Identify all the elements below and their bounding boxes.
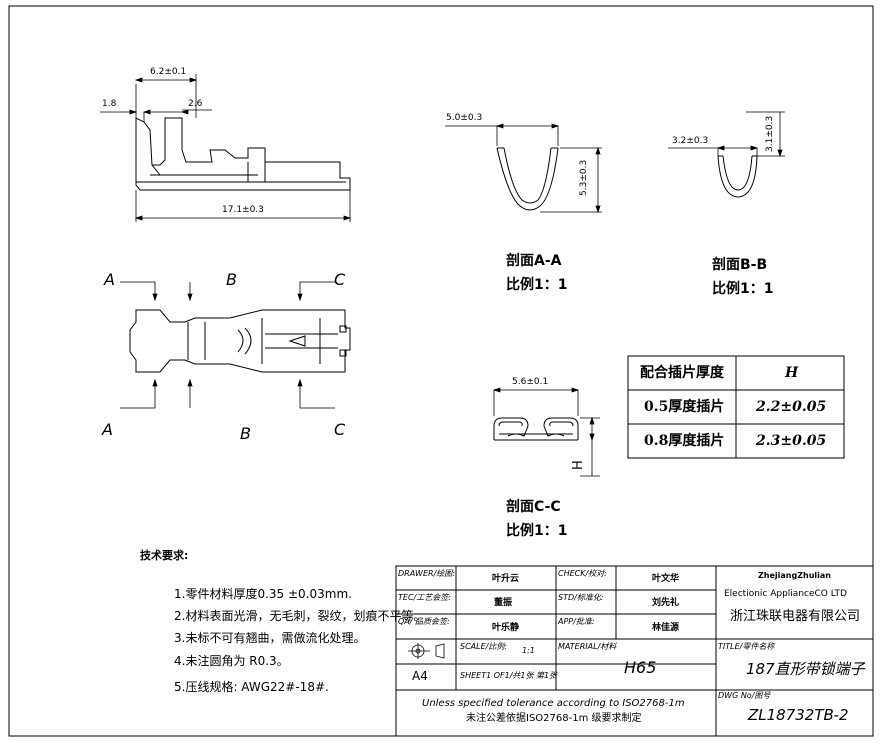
requirement-item: 2.材料表面光滑，无毛刺，裂纹，划痕不平等。	[174, 609, 426, 623]
table-row-h: 2.3±0.05	[756, 433, 827, 449]
scale-value: 1:1	[522, 646, 535, 655]
side-view	[135, 117, 351, 191]
title-label: TITLE/零件名称	[718, 642, 775, 651]
title-block-grid	[395, 565, 874, 737]
std-label: STD/标准化:	[558, 593, 604, 602]
marker-a-bottom: A	[102, 420, 113, 439]
section-cc-scale: 比例1：1	[506, 523, 568, 539]
section-bb-dims	[668, 111, 785, 158]
section-bb	[717, 155, 758, 198]
thickness-table-grid	[627, 355, 845, 459]
app-value: 林佳源	[652, 623, 680, 633]
requirement-item: 3.未标不可有翘曲，需做流化处理。	[174, 631, 366, 645]
section-cc	[493, 417, 579, 441]
section-bb-title: 剖面B-B	[712, 257, 768, 273]
qa-label: QA/ 品质会签:	[398, 617, 450, 626]
section-aa-scale: 比例1：1	[506, 277, 568, 293]
requirement-item: 1.零件材料厚度0.35 ±0.03mm.	[174, 587, 352, 601]
drawer-value: 叶升云	[492, 574, 520, 584]
dim-top-width: 6.2±0.1	[150, 67, 187, 77]
qa-value: 叶乐静	[492, 623, 520, 633]
requirement-item: 5.压线规格: AWG22#-18#.	[174, 680, 329, 694]
marker-c-bottom: C	[334, 420, 346, 439]
drawer-label: DRAWER/绘图:	[398, 569, 455, 578]
part-title: 187直形带锁端子	[746, 660, 865, 678]
sheet-label: SHEET1 OF1/共1张 第1张	[460, 671, 558, 680]
tolerance-cn: 未注公差依据ISO2768-1m 级要求制定	[466, 713, 642, 724]
projection-symbol	[408, 643, 445, 659]
dim-bb-height: 3.1±0.3	[765, 115, 775, 152]
paper-size: A4	[412, 669, 428, 683]
table-row-plate: 0.8厚度插片	[644, 433, 725, 449]
dim-left-offset: 1.8	[102, 99, 117, 109]
check-value: 叶文华	[652, 574, 680, 584]
dim-bb-width: 3.2±0.3	[672, 136, 709, 146]
company-cn: 浙江珠联电器有限公司	[730, 609, 861, 624]
tolerance-en: Unless specified tolerance according to …	[422, 698, 685, 709]
tec-label: TEC/工艺会签:	[398, 593, 451, 602]
dwg-label: DWG No/图号	[718, 691, 771, 700]
marker-c-top: C	[334, 270, 346, 289]
section-aa	[496, 147, 559, 211]
scale-label: SCALE/比例:	[460, 642, 508, 651]
requirement-item: 4.未注圆角为 R0.3。	[174, 654, 289, 668]
check-label: CHECK/校对:	[558, 569, 607, 578]
dim-aa-width: 5.0±0.3	[446, 113, 483, 123]
section-cc-dims	[492, 387, 600, 477]
table-row-plate: 0.5厚度插片	[644, 399, 725, 415]
table-header-plate: 配合插片厚度	[640, 365, 724, 381]
side-view-dimensions	[100, 74, 352, 222]
requirements-title: 技术要求:	[140, 549, 189, 562]
company-en-1: ZhejiangZhulian	[758, 571, 831, 580]
tec-value: 董振	[494, 598, 513, 608]
company-en-2: Electionic ApplianceCO LTD	[724, 589, 847, 599]
std-value: 刘先礼	[652, 598, 680, 608]
material-value: H65	[624, 658, 657, 677]
dim-cc-height: H	[571, 460, 586, 470]
sheet-border	[8, 5, 874, 737]
dim-slot: 2.6	[188, 99, 203, 109]
section-cc-title: 剖面C-C	[506, 499, 561, 515]
plan-view	[129, 309, 351, 373]
table-row-h: 2.2±0.05	[756, 399, 827, 415]
dim-cc-width: 5.6±0.1	[512, 377, 549, 387]
section-bb-scale: 比例1：1	[712, 281, 774, 297]
material-label: MATERIAL/材料	[558, 642, 617, 651]
dim-total-length: 17.1±0.3	[222, 205, 264, 215]
dim-aa-height: 5.3±0.3	[579, 159, 589, 196]
marker-b-top: B	[226, 270, 237, 289]
drawing-number: ZL18732TB-2	[748, 706, 849, 724]
section-aa-title: 剖面A-A	[506, 253, 562, 269]
section-aa-dims	[445, 123, 602, 214]
app-label: APP/批准:	[558, 617, 595, 626]
table-header-h: H	[785, 365, 799, 381]
section-markers	[120, 281, 335, 409]
marker-b-bottom: B	[240, 424, 251, 443]
marker-a-top: A	[104, 270, 115, 289]
